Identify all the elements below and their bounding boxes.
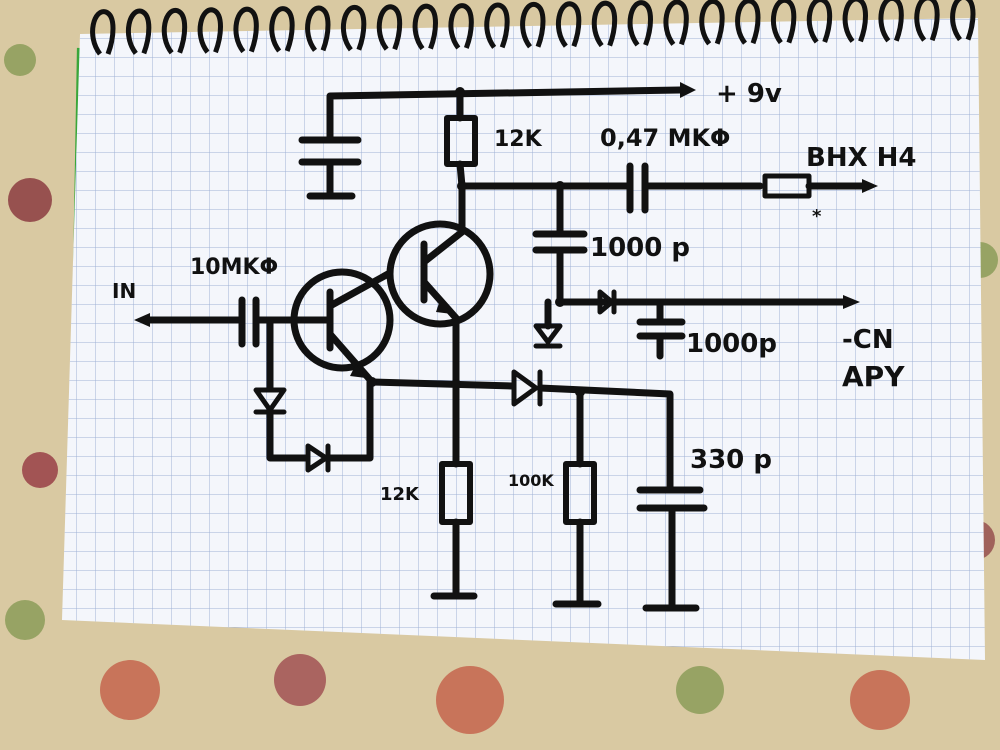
spiral-loop-icon [627, 0, 653, 47]
circuit-schematic [134, 82, 878, 612]
input-capacitor [238, 296, 260, 348]
spiral-loop-icon [591, 0, 618, 48]
output-label: BHX H4 [806, 143, 917, 173]
agc-label-line2: APY [842, 360, 905, 393]
spiral-loop-icon [520, 2, 546, 49]
supply-rail-wire [326, 86, 684, 144]
collector-resistor-label: 12K [494, 127, 543, 152]
spiral-loop-icon [914, 0, 940, 42]
output-capacitor [626, 162, 649, 214]
detector-capacitor [636, 486, 708, 612]
upper-emitter-arrow-icon [436, 300, 452, 314]
mid-capacitor-label: 1000 p [590, 233, 690, 263]
spiral-loop-icon [663, 0, 689, 46]
agc-capacitor-label: 1000p [686, 329, 777, 359]
spiral-loop-icon [699, 0, 725, 46]
input-diode-upper-icon [253, 387, 287, 415]
agc-diode-icon [597, 289, 617, 315]
spiral-loop-icon [950, 0, 976, 42]
mid-capacitor [532, 182, 588, 306]
spiral-loop-icon [197, 7, 223, 54]
emitter-resistor [439, 461, 473, 525]
agc-capacitor [636, 298, 686, 360]
output-capacitor-label: 0,47 MKΦ [600, 124, 730, 152]
agc-arrow-icon [843, 295, 860, 309]
input-diode-lower-icon [305, 443, 331, 473]
spiral-loop-icon [376, 4, 403, 51]
spiral-loop-icon [90, 9, 116, 56]
supply-voltage-label: + 9v [716, 79, 782, 109]
output-mark-label: * [812, 206, 822, 227]
spiral-loop-icon [806, 0, 833, 44]
detector-resistor [563, 461, 597, 525]
emitter-resistor-label: 12K [380, 484, 420, 505]
detector-capacitor-label: 330 p [690, 445, 772, 475]
agc-ground-diode-icon [533, 323, 563, 349]
agc-label-line1: -CN [842, 325, 894, 355]
detector-diode-icon [511, 369, 543, 407]
spiral-loop-icon [161, 8, 188, 55]
spiral-loop-icon [341, 5, 367, 52]
spiral-loop-icon [878, 0, 904, 43]
input-arrow-icon [134, 313, 150, 327]
input-diode-wire [266, 316, 374, 462]
spiral-loop-icon [305, 5, 331, 52]
spiral-loop-icon [484, 2, 510, 49]
detector-resistor-wire [552, 388, 602, 608]
spiral-loop-icon [556, 1, 582, 48]
spiral-loop-icon [735, 0, 761, 45]
emitter-resistor-wire [430, 380, 478, 600]
notebook-page [62, 18, 985, 660]
schematic-labels: + 9v 12K 0,47 MKΦ BHX H4 * 1000 p 10MKΦ … [112, 79, 917, 505]
output-arrow-icon [862, 179, 878, 193]
input-label: IN [112, 279, 136, 303]
spiral-loop-icon [269, 6, 295, 53]
supply-arrow-icon [680, 82, 696, 98]
spiral-loop-icon [771, 0, 797, 45]
collector-resistor [444, 115, 478, 167]
spiral-loop-icon [126, 8, 152, 55]
spiral-binding [90, 0, 976, 56]
detector-resistor-label: 100K [508, 471, 554, 490]
input-capacitor-label: 10MKΦ [190, 255, 278, 280]
spiral-loop-icon [842, 0, 868, 43]
spiral-loop-icon [233, 6, 259, 54]
spiral-loop-icon [412, 3, 438, 51]
lower-emitter-arrow-icon [350, 364, 366, 378]
decoupling-capacitor [298, 136, 362, 200]
spiral-loop-icon [448, 3, 474, 50]
